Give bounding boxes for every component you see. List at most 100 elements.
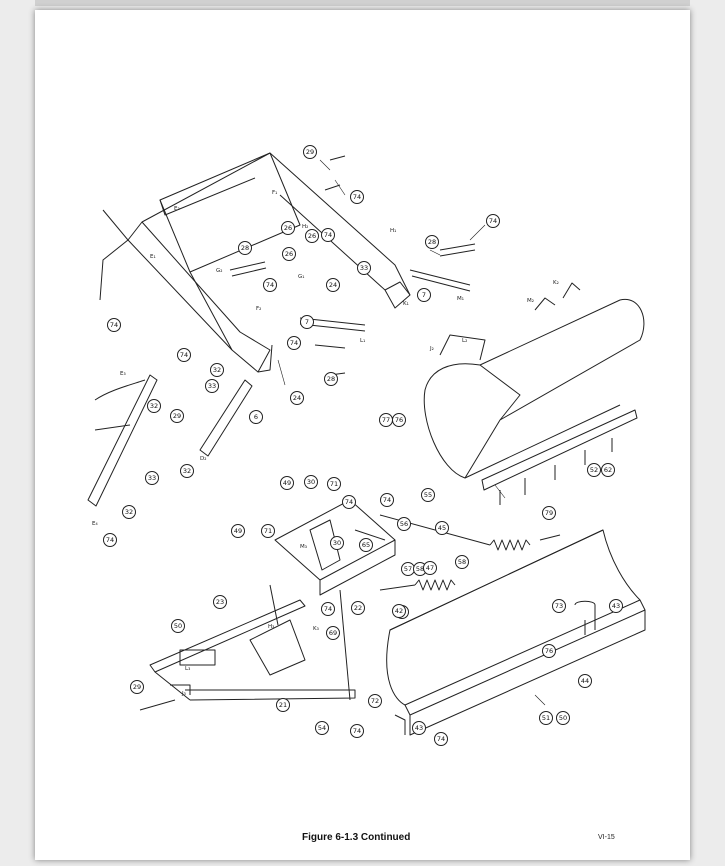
callout-6: 6 [249, 410, 263, 424]
callout-number: 74 [437, 735, 445, 743]
letter-labels: E₂ E₁ F₁ H₁ M₁ K₁ K₂ M₂ J₂ L₂ G₂ G₁ F₂ L… [92, 190, 559, 697]
callout-49: 49 [280, 476, 294, 490]
callout-74: 74 [321, 602, 335, 616]
callout-32: 32 [147, 399, 161, 413]
callout-number: 74 [290, 339, 298, 347]
callout-50: 50 [556, 711, 570, 725]
callout-circle [210, 363, 224, 377]
svg-text:M₂: M₂ [527, 298, 534, 304]
callout-22: 22 [351, 601, 365, 615]
svg-text:J₃: J₃ [181, 691, 186, 697]
svg-text:L₁: L₁ [360, 338, 365, 344]
callout-28: 28 [324, 372, 338, 386]
callout-circle [609, 599, 623, 613]
page-number: VI-15 [598, 834, 615, 841]
callout-number: 71 [264, 527, 272, 535]
callout-circle [326, 626, 340, 640]
callout-56: 56 [397, 517, 411, 531]
callout-33: 33 [357, 261, 371, 275]
callout-circle [122, 505, 136, 519]
callout-circle [342, 495, 356, 509]
callout-number: 29 [133, 683, 141, 691]
callout-number: 73 [555, 602, 563, 610]
callout-number: 32 [150, 402, 158, 410]
callout-43: 43 [412, 721, 426, 735]
callout-circle [326, 278, 340, 292]
callout-circle [290, 391, 304, 405]
callout-circle [380, 493, 394, 507]
pins-drawing [229, 155, 476, 376]
callout-26: 26 [305, 229, 319, 243]
callout-33: 33 [205, 379, 219, 393]
svg-text:E₃: E₃ [120, 371, 126, 377]
callout-circle [321, 602, 335, 616]
callout-51: 51 [539, 711, 553, 725]
cylinders-drawing [87, 374, 253, 507]
callout-23: 23 [213, 595, 227, 609]
callout-circle [359, 538, 373, 552]
callout-number: 43 [415, 724, 423, 732]
callout-circle [282, 247, 296, 261]
callout-29: 29 [130, 680, 144, 694]
callout-circle [304, 475, 318, 489]
callout-50: 50 [171, 619, 185, 633]
callout-circle [130, 680, 144, 694]
callout-26: 26 [281, 221, 295, 235]
callout-circle [435, 521, 449, 535]
callout-circle [261, 524, 275, 538]
callout-number: 28 [428, 238, 436, 246]
callout-circle [539, 711, 553, 725]
callout-number: 29 [173, 412, 181, 420]
callout-circle [147, 399, 161, 413]
figure-caption: Figure 6-1.3 Continued [302, 832, 411, 843]
callout-74: 74 [434, 732, 448, 746]
callout-circle [321, 228, 335, 242]
callout-number: 44 [581, 677, 589, 685]
callout-71: 71 [261, 524, 275, 538]
svg-text:K₂: K₂ [553, 280, 559, 286]
callout-circle [587, 463, 601, 477]
callout-number: 74 [345, 498, 353, 506]
callout-number: 76 [395, 416, 403, 424]
callout-circle [542, 506, 556, 520]
callout-number: 69 [329, 629, 337, 637]
callout-26: 26 [282, 247, 296, 261]
svg-text:H₃: H₃ [268, 624, 274, 630]
callout-number: 26 [308, 232, 316, 240]
callout-number: 54 [318, 724, 326, 732]
callout-number: 45 [438, 524, 446, 532]
callout-number: 30 [333, 539, 341, 547]
callout-73: 73 [552, 599, 566, 613]
svg-text:F₁: F₁ [272, 190, 277, 196]
callout-number: 58 [416, 565, 424, 573]
callout-circle [249, 410, 263, 424]
callout-circle [327, 477, 341, 491]
callout-number: 22 [354, 604, 362, 612]
callout-65: 65 [359, 538, 373, 552]
mount-bracket-drawing [274, 499, 396, 596]
callout-circle [455, 555, 469, 569]
callout-number: 74 [353, 193, 361, 201]
callout-76: 76 [542, 644, 556, 658]
callout-circle [417, 288, 431, 302]
callout-circle [552, 599, 566, 613]
callout-24: 24 [290, 391, 304, 405]
callout-32: 32 [122, 505, 136, 519]
svg-text:E₂: E₂ [174, 206, 180, 212]
callout-74: 74 [350, 190, 364, 204]
callout-circle [486, 214, 500, 228]
callout-21: 21 [276, 698, 290, 712]
callout-number: 33 [208, 382, 216, 390]
callout-number: 50 [174, 622, 182, 630]
callout-number: 62 [604, 466, 612, 474]
callout-74: 74 [486, 214, 500, 228]
callout-30: 30 [304, 475, 318, 489]
callout-number: 76 [545, 647, 553, 655]
callout-circle [556, 711, 570, 725]
callout-74: 74 [177, 348, 191, 362]
callout-number: 56 [400, 520, 408, 528]
callout-circle [392, 604, 406, 618]
callout-circle [303, 145, 317, 159]
loader-frame-drawing [99, 152, 411, 373]
callout-circle [231, 524, 245, 538]
